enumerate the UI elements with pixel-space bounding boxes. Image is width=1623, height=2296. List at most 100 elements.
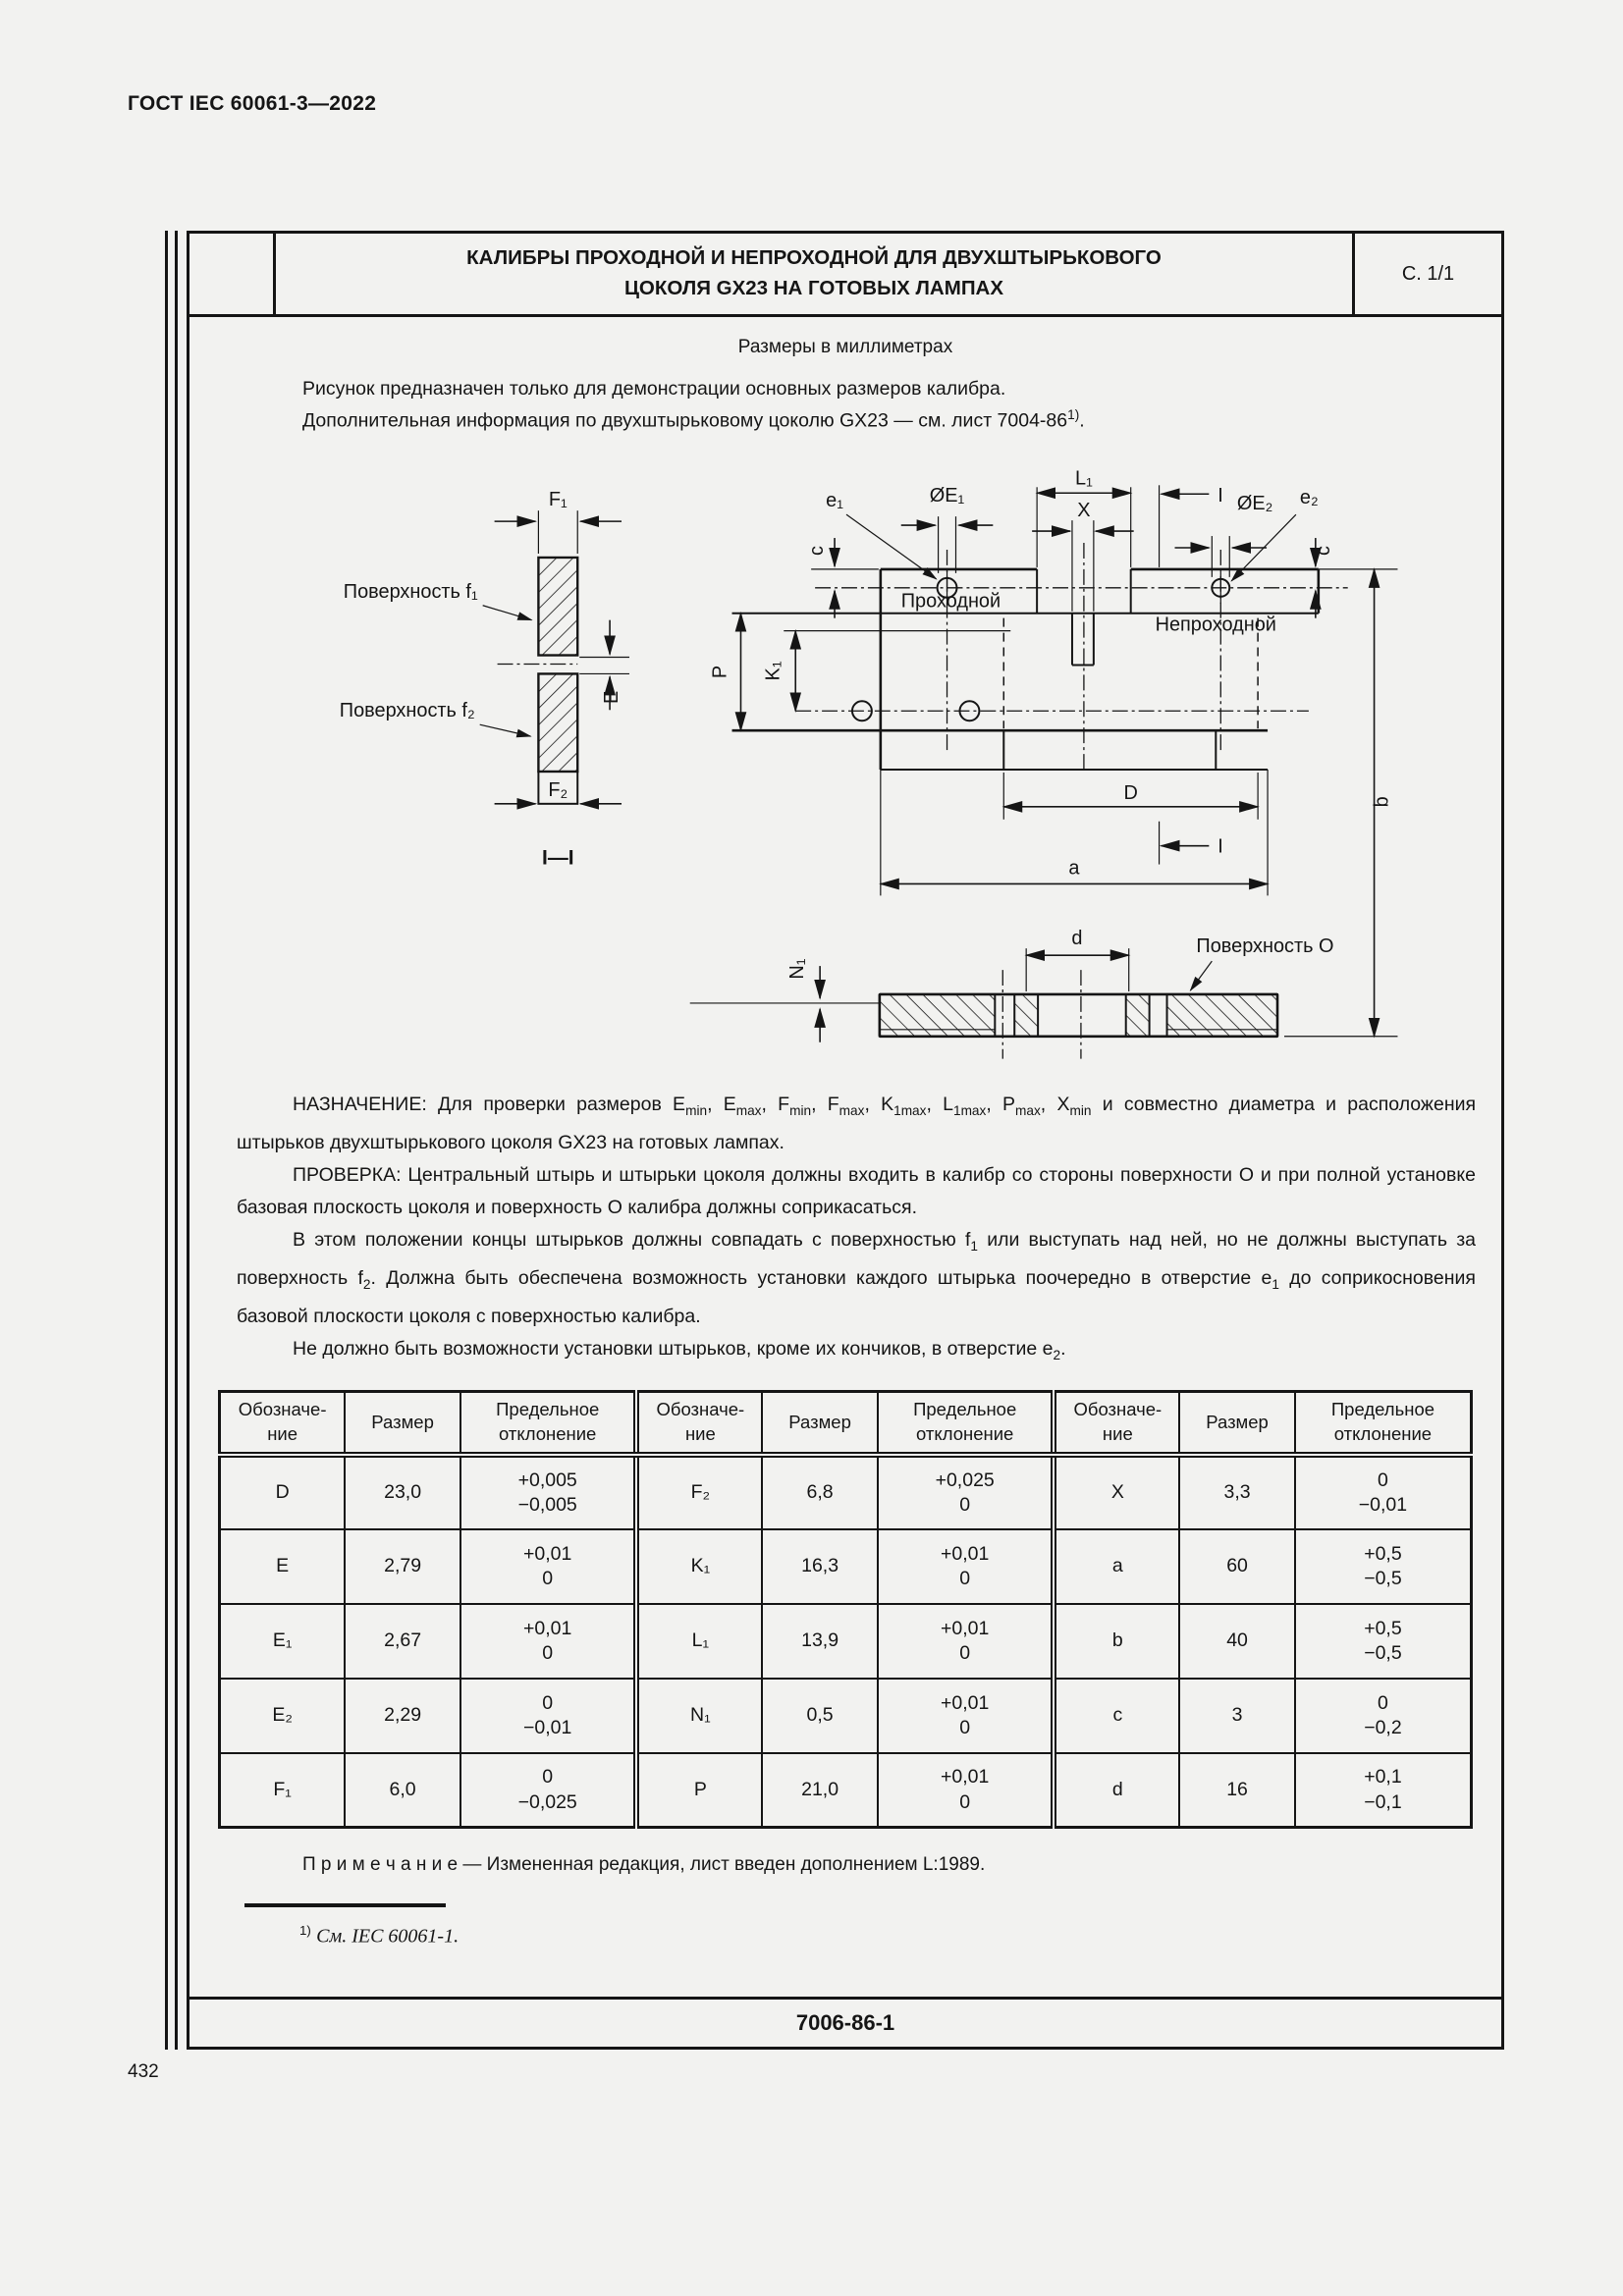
table-row: E₁ 2,67 +0,01 0 L₁ 13,9 +0,01 0 b 40 +0,… (218, 1602, 1473, 1680)
units-note: Размеры в миллиметрах (737, 337, 953, 357)
dim-cell: 3,3 (1178, 1453, 1296, 1530)
label-surface-f1: Поверхность f₁ (344, 581, 478, 603)
table-row: D 23,0 +0,005 −0,005 F₂ 6,8 +0,025 0 X 3… (218, 1453, 1473, 1530)
dim-cell: +0,01 0 (876, 1751, 1055, 1829)
dim-cell: +0,01 0 (459, 1527, 638, 1605)
col-header: Размер (1178, 1390, 1296, 1458)
body-text: НАЗНАЧЕНИЕ: Для проверки размеров Emin, … (189, 1089, 1501, 1371)
label-nogo-gauge: Непроходной (1156, 614, 1276, 636)
col-header: Предельное отклонение (1293, 1390, 1473, 1458)
paragraph-position: В этом положении концы штырьков должны с… (237, 1228, 1476, 1327)
dim-cell: +0,01 0 (459, 1602, 638, 1680)
label-d-major-dim: D (1123, 782, 1137, 804)
dim-cell: 2,67 (344, 1602, 461, 1680)
dim-cell: 40 (1178, 1602, 1296, 1680)
label-c-dim-left: c (806, 546, 828, 556)
paragraph-check: ПРОВЕРКА: Центральный штырь и штырьки цо… (237, 1163, 1476, 1218)
intro-text: Рисунок предназначен только для демонстр… (302, 374, 1482, 437)
label-f2-dim: F₂ (548, 779, 568, 801)
figure-gauge-plate-section: N₁ d Поверхность O (689, 928, 1334, 1059)
dim-cell: D (218, 1453, 347, 1530)
sheet-frame: КАЛИБРЫ ПРОХОДНОЙ И НЕПРОХОДНОЙ ДЛЯ ДВУХ… (187, 231, 1504, 2050)
label-n1-dim: N₁ (786, 958, 808, 979)
dim-cell: 21,0 (761, 1751, 879, 1829)
label-surface-o: Поверхность O (1196, 935, 1333, 957)
dim-cell: 16,3 (761, 1527, 879, 1605)
label-oe2-dim: ØE₂ (1237, 493, 1273, 514)
left-double-rule (165, 231, 178, 2050)
col-header: Обозначе- ние (633, 1390, 764, 1458)
dim-cell: 0 −0,01 (459, 1677, 638, 1754)
label-c-dim-right: c (1313, 546, 1334, 556)
dim-cell: E₁ (218, 1602, 347, 1680)
dim-cell: +0,01 0 (876, 1602, 1055, 1680)
dim-cell: 23,0 (344, 1453, 461, 1530)
dimension-table: Обозначе- ние Размер Предельное отклонен… (218, 1390, 1473, 1830)
intro-line1: Рисунок предназначен только для демонстр… (302, 378, 1006, 400)
label-e1-hole: e₁ (826, 490, 843, 511)
label-i-dim-top: I (1217, 485, 1223, 507)
dim-cell: F₁ (218, 1751, 347, 1829)
col-header: Предельное отклонение (459, 1390, 638, 1458)
title-block-empty-cell (189, 234, 276, 314)
sheet-title-line2: ЦОКОЛЯ GX23 НА ГОТОВЫХ ЛАМПАХ (623, 277, 1004, 299)
paragraph-purpose: НАЗНАЧЕНИЕ: Для проверки размеров Emin, … (237, 1093, 1477, 1153)
dim-cell: +0,1 −0,1 (1293, 1751, 1473, 1829)
dim-cell: F₂ (633, 1453, 764, 1530)
paragraph-restriction: Не должно быть возможности установки шты… (293, 1337, 1066, 1362)
dim-cell: +0,5 −0,5 (1293, 1602, 1473, 1680)
col-header: Размер (344, 1390, 461, 1458)
table-row: E₂ 2,29 0 −0,01 N₁ 0,5 +0,01 0 c 3 0 −0,… (218, 1677, 1473, 1754)
label-d-minor-dim: d (1071, 928, 1082, 949)
dim-cell: +0,01 0 (876, 1527, 1055, 1605)
dim-cell: 13,9 (761, 1602, 879, 1680)
label-i-dim-bottom: I (1217, 835, 1223, 857)
label-go-gauge: Проходной (901, 591, 1001, 613)
label-p-dim: P (710, 666, 731, 678)
col-header: Обозначе- ние (1051, 1390, 1181, 1458)
dim-cell: 2,79 (344, 1527, 461, 1605)
dim-cell: d (1051, 1751, 1181, 1829)
footnote: 1) См. IEC 60061-1. (299, 1923, 460, 1948)
dim-cell: +0,01 0 (876, 1677, 1055, 1754)
col-header: Предельное отклонение (876, 1390, 1055, 1458)
dim-cell: 3 (1178, 1677, 1296, 1754)
dim-cell: 0 −0,025 (459, 1751, 638, 1829)
table-header-row: Обозначе- ние Размер Предельное отклонен… (218, 1390, 1473, 1458)
dim-cell: 0 −0,2 (1293, 1677, 1473, 1754)
dim-cell: +0,025 0 (876, 1453, 1055, 1530)
dim-cell: 6,0 (344, 1751, 461, 1829)
title-block: КАЛИБРЫ ПРОХОДНОЙ И НЕПРОХОДНОЙ ДЛЯ ДВУХ… (189, 234, 1501, 317)
dim-cell: 16 (1178, 1751, 1296, 1829)
col-header: Обозначе- ние (218, 1390, 347, 1458)
dim-cell: 2,29 (344, 1677, 461, 1754)
page-number: 432 (128, 2061, 159, 2082)
dim-cell: 0 −0,01 (1293, 1453, 1473, 1530)
dim-cell: c (1051, 1677, 1181, 1754)
dim-cell: E (218, 1527, 347, 1605)
label-l1-dim: L₁ (1075, 467, 1093, 489)
dim-cell: L₁ (633, 1602, 764, 1680)
dim-cell: b (1051, 1602, 1181, 1680)
table-row: F₁ 6,0 0 −0,025 P 21,0 +0,01 0 d 16 +0,1… (218, 1751, 1473, 1829)
dim-cell: +0,5 −0,5 (1293, 1527, 1473, 1605)
figure-gauge-side-view: Проходной Непроходной e₁ ØE₁ L₁ X (710, 467, 1398, 1039)
dim-cell: 60 (1178, 1527, 1296, 1605)
label-e2-hole: e₂ (1300, 487, 1319, 508)
dim-cell: 6,8 (761, 1453, 879, 1530)
label-e-dim: E (601, 691, 622, 704)
label-k1-dim: K₁ (762, 661, 784, 680)
dim-cell: X (1051, 1453, 1181, 1530)
label-surface-f2: Поверхность f₂ (340, 700, 475, 721)
dim-cell: P (633, 1751, 764, 1829)
figure-section-view: F₁ F₂ E Поверхность f₁ Поверхность f₂ I—… (340, 489, 629, 869)
sheet-title: КАЛИБРЫ ПРОХОДНОЙ И НЕПРОХОДНОЙ ДЛЯ ДВУХ… (276, 234, 1352, 314)
standard-designation: ГОСТ IEC 60061-3—2022 (128, 92, 377, 115)
footnote-rule (244, 1903, 446, 1908)
intro-line2: Дополнительная информация по двухштырько… (302, 407, 1085, 432)
label-b-dim: b (1372, 796, 1393, 807)
gauge-technical-drawing: F₁ F₂ E Поверхность f₁ Поверхность f₂ I—… (340, 467, 1398, 1059)
dim-cell: 0,5 (761, 1677, 879, 1754)
table-row: E 2,79 +0,01 0 K₁ 16,3 +0,01 0 a 60 +0,5… (218, 1527, 1473, 1605)
